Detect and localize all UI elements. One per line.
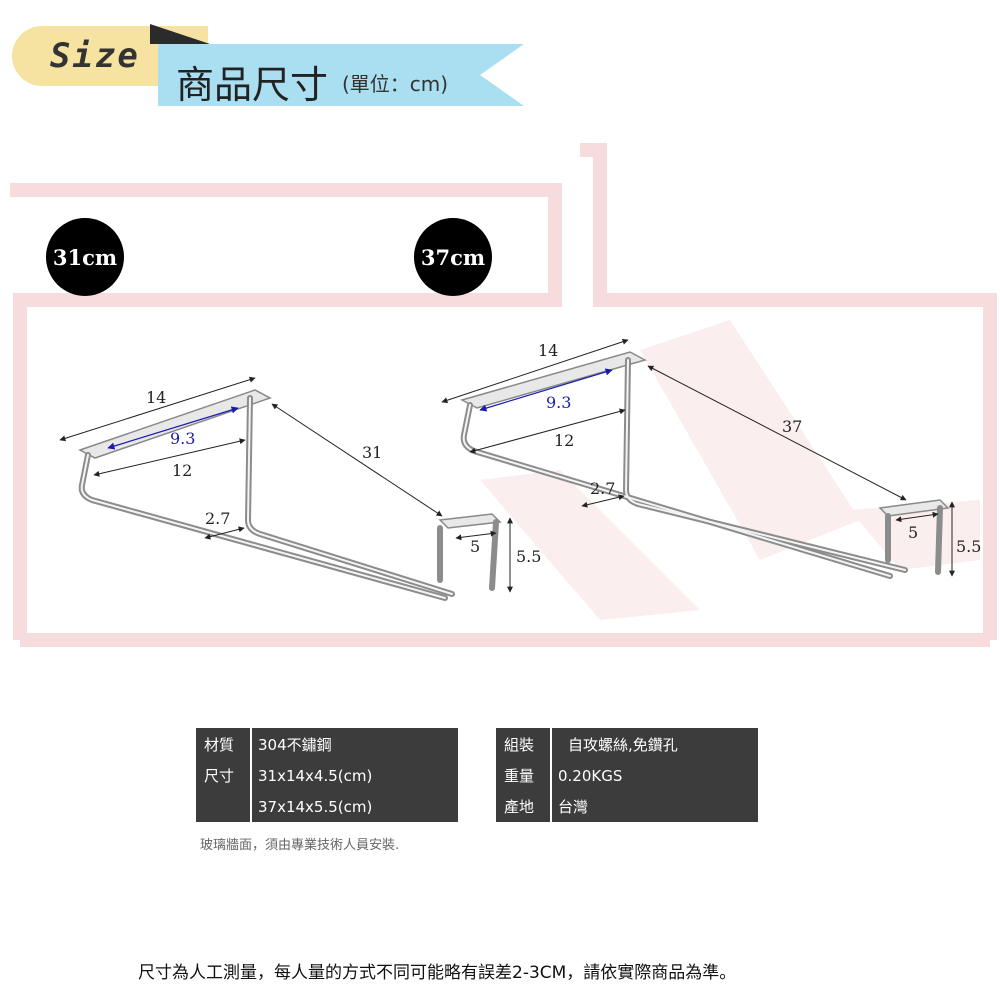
dim-height-37: 5.5 <box>956 537 981 556</box>
rack-diagrams: 14 9.3 12 2.7 31 5 5.5 14 9.3 <box>59 338 981 601</box>
measurement-disclaimer: 尺寸為人工測量，每人量的方式不同可能略有誤差2-3CM，請依實際商品為準。 <box>138 963 737 983</box>
dim-width-31: 14 <box>146 388 166 407</box>
spec-row-weight: 重量 0.20KGS <box>496 761 758 791</box>
spec-row-size: 尺寸 31x14x4.5(cm) <box>196 761 458 791</box>
header-size-label: Size <box>50 36 140 76</box>
badge-37cm: 37cm <box>414 218 492 296</box>
dim-height-31: 5.5 <box>516 547 541 566</box>
dim-gap-37: 2.7 <box>590 479 615 498</box>
unit-label: (單位：cm) <box>342 72 449 96</box>
spec-row-assembly: 組裝 自攻螺絲,免鑽孔 <box>496 730 758 760</box>
rack-31cm-drawing: 14 9.3 12 2.7 31 5 5.5 <box>59 376 541 601</box>
spec-row-material: 材質 304不鏽鋼 <box>196 730 458 760</box>
header-fold-decoration <box>150 24 210 44</box>
rack-37cm-drawing: 14 9.3 12 2.7 37 5 5.5 <box>441 338 981 579</box>
spec-table-right: 組裝 自攻螺絲,免鑽孔 重量 0.20KGS 產地 台灣 <box>496 728 758 822</box>
badge-31cm: 31cm <box>46 218 124 296</box>
dim-length-37: 37 <box>782 417 802 436</box>
dim-depth-37: 12 <box>554 431 574 450</box>
installation-note: 玻璃牆面，須由專業技術人員安裝. <box>200 838 400 853</box>
dim-length-31: 31 <box>362 443 382 462</box>
dim-slot-31: 5 <box>470 537 480 556</box>
dim-width-37: 14 <box>538 341 558 360</box>
spec-row-origin: 產地 台灣 <box>496 792 758 822</box>
page-title: 商品尺寸 <box>176 63 329 107</box>
spec-table-left: 材質 304不鏽鋼 尺寸 31x14x4.5(cm) 37x14x5.5(cm) <box>196 728 458 822</box>
spec-label: 重量 <box>504 767 535 785</box>
spec-label: 材質 <box>204 736 235 754</box>
spec-label: 組裝 <box>504 736 535 754</box>
spec-value: 自攻螺絲,免鑽孔 <box>568 736 678 754</box>
dim-depth-31: 12 <box>172 461 192 480</box>
spec-row-size-2: 37x14x5.5(cm) <box>196 792 458 822</box>
spec-label: 產地 <box>504 798 535 816</box>
spec-value: 37x14x5.5(cm) <box>258 798 373 816</box>
spec-value: 台灣 <box>558 798 589 816</box>
spec-value: 0.20KGS <box>558 767 623 785</box>
header-title-banner <box>158 44 524 106</box>
dim-slot-37: 5 <box>908 523 918 542</box>
dim-inner-37: 9.3 <box>546 393 571 412</box>
dim-inner-31: 9.3 <box>170 429 195 448</box>
spec-value: 31x14x4.5(cm) <box>258 767 373 785</box>
spec-label: 尺寸 <box>204 767 235 785</box>
dim-gap-31: 2.7 <box>205 509 230 528</box>
spec-value: 304不鏽鋼 <box>258 736 332 754</box>
